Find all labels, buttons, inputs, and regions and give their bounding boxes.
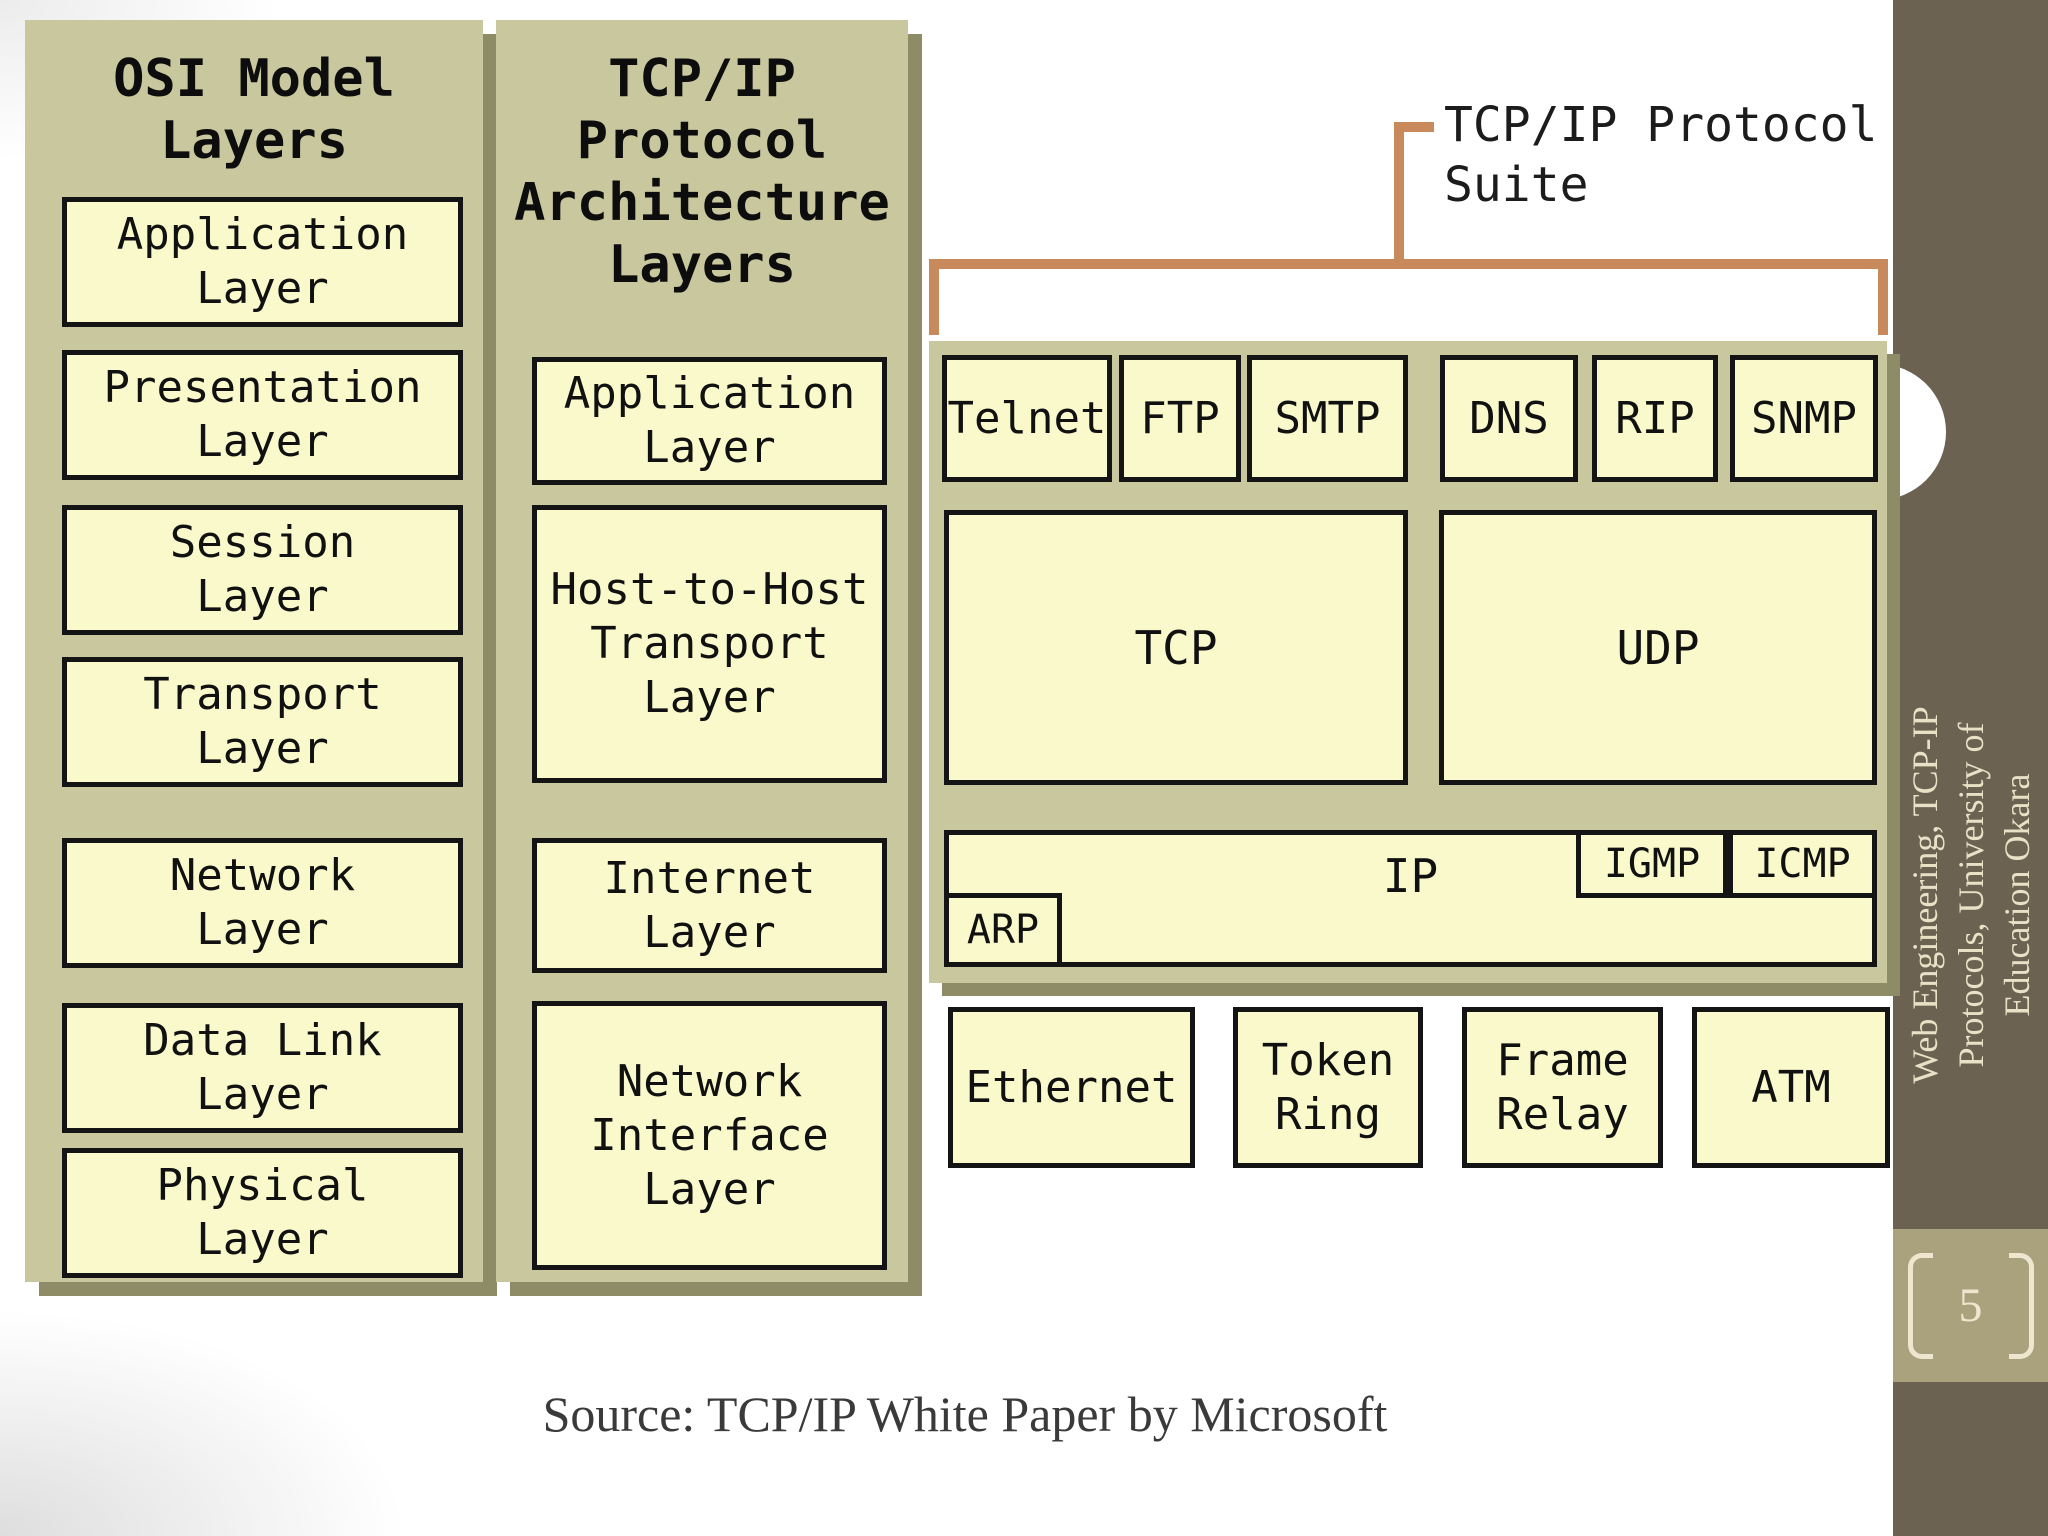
ip-label: IP xyxy=(1382,849,1439,903)
tcpip-column-title: TCP/IP Protocol Architecture Layers xyxy=(514,49,890,295)
protocol-box-rip: RIP xyxy=(1592,355,1718,482)
sidebar-course-text: Web Engineering, TCP-IP Protocols, Unive… xyxy=(1902,615,2042,1175)
suite-label: TCP/IP Protocol Suite xyxy=(1444,97,1878,213)
network-box-ethernet: Ethernet xyxy=(948,1007,1195,1168)
tcpip-layer-application: Application Layer xyxy=(532,357,887,485)
source-note: Source: TCP/IP White Paper by Microsoft xyxy=(542,1386,1388,1442)
protocol-box-smtp: SMTP xyxy=(1247,355,1408,482)
suite-bracket-top-stub xyxy=(1394,122,1434,132)
sidebar-course-line: Web Engineering, TCP-IP xyxy=(1905,706,1945,1084)
osi-layer-presentation: Presentation Layer xyxy=(62,350,463,480)
protocol-box-telnet: Telnet xyxy=(942,355,1112,482)
osi-layer-session: Session Layer xyxy=(62,505,463,635)
protocol-suite-panel: Telnet FTP SMTP DNS RIP SNMP TCP UDP IP … xyxy=(929,341,1887,983)
network-box-atm: ATM xyxy=(1692,1007,1890,1168)
osi-layer-datalink: Data Link Layer xyxy=(62,1003,463,1133)
page-number-badge: 5 xyxy=(1893,1229,2048,1382)
protocol-box-arp: ARP xyxy=(944,893,1062,967)
protocol-box-ftp: FTP xyxy=(1119,355,1241,482)
suite-bracket-left-drop xyxy=(929,259,939,335)
osi-layer-application: Application Layer xyxy=(62,197,463,327)
protocol-box-snmp: SNMP xyxy=(1730,355,1878,482)
tcpip-layer-network-interface: Network Interface Layer xyxy=(532,1001,887,1270)
tcpip-architecture-column: TCP/IP Protocol Architecture Layers Appl… xyxy=(496,20,908,1282)
osi-layer-transport: Transport Layer xyxy=(62,657,463,787)
suite-bracket-horizontal xyxy=(929,259,1888,269)
protocol-box-icmp: ICMP xyxy=(1728,830,1877,898)
osi-model-column: OSI Model Layers Application Layer Prese… xyxy=(25,20,483,1282)
tcpip-layer-host-to-host: Host-to-Host Transport Layer xyxy=(532,505,887,783)
page-number: 5 xyxy=(1958,1279,1983,1332)
right-bracket-shape xyxy=(2008,1252,2034,1359)
osi-layer-physical: Physical Layer xyxy=(62,1148,463,1278)
sidebar-course-line: Education Okara xyxy=(1997,773,2037,1017)
protocol-box-udp: UDP xyxy=(1439,510,1877,785)
suite-bracket-vertical xyxy=(1394,122,1404,269)
protocol-box-dns: DNS xyxy=(1440,355,1578,482)
osi-layer-network: Network Layer xyxy=(62,838,463,968)
network-box-frame-relay: Frame Relay xyxy=(1462,1007,1663,1168)
suite-bracket-right-drop xyxy=(1878,259,1888,335)
protocol-box-tcp: TCP xyxy=(944,510,1408,785)
osi-column-title: OSI Model Layers xyxy=(113,49,395,171)
left-bracket-shape xyxy=(1907,1252,1933,1359)
sidebar-course-line: Protocols, University of xyxy=(1951,722,1991,1068)
protocol-box-igmp: IGMP xyxy=(1576,830,1728,898)
network-box-token-ring: Token Ring xyxy=(1233,1007,1423,1168)
tcpip-layer-internet: Internet Layer xyxy=(532,838,887,973)
